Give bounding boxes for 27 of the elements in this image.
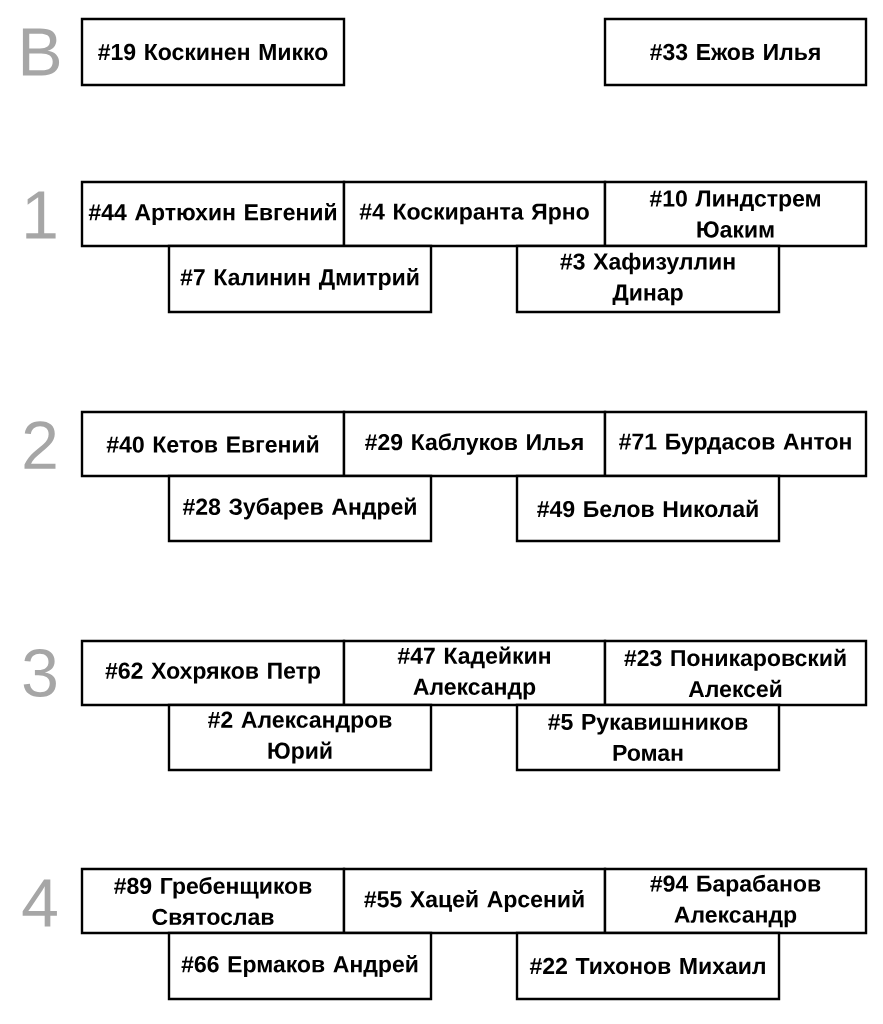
player-box: #2 Александров Юрий xyxy=(167,703,433,772)
player-box: #44 Артюхин Евгений xyxy=(80,180,346,248)
row-label: В xyxy=(22,28,60,76)
player-box: #40 Кетов Евгений xyxy=(80,410,346,478)
row-label: 3 xyxy=(23,648,56,698)
player-box: #7 Калинин Дмитрий xyxy=(167,244,433,314)
player-box: #62 Хохряков Петр xyxy=(80,639,346,707)
player-box: #47 Кадейкин Александр xyxy=(342,639,607,707)
player-box: #33 Ежов Илья xyxy=(603,17,868,87)
player-box: #71 Бурдасов Антон xyxy=(603,410,868,478)
player-box: #23 Поникаровский Алексей xyxy=(603,639,868,707)
player-box: #66 Ермаков Андрей xyxy=(167,931,433,1001)
player-box: #55 Хацей Арсений xyxy=(342,867,607,935)
row-label: 1 xyxy=(26,191,56,239)
player-box: #89 Гребенщиков Святослав xyxy=(80,867,346,935)
row-label: 4 xyxy=(22,879,57,927)
player-box: #19 Коскинен Микко xyxy=(80,17,346,87)
player-box: #22 Тихонов Михаил xyxy=(515,931,781,1001)
player-box: #94 Барабанов Александр xyxy=(603,867,868,935)
row-label: 2 xyxy=(24,421,56,469)
player-box: #29 Каблуков Илья xyxy=(342,410,607,478)
player-box: #49 Белов Николай xyxy=(515,474,781,543)
player-box: #5 Рукавишников Роман xyxy=(515,703,781,772)
player-box: #4 Коскиранта Ярно xyxy=(342,180,607,248)
player-box: #3 Хафизуллин Динар xyxy=(515,244,781,314)
player-box: #28 Зубарев Андрей xyxy=(167,474,433,543)
player-box: #10 Линдстрем Юаким xyxy=(603,180,868,248)
